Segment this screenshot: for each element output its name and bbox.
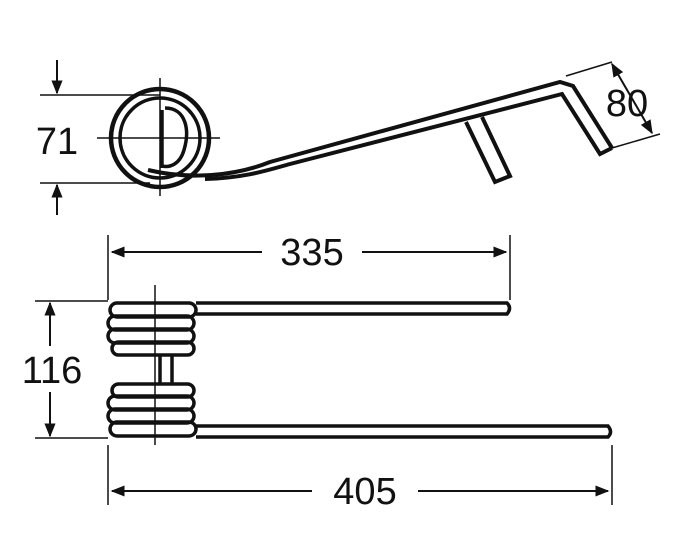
- dimension-coil-width: 116: [22, 300, 108, 439]
- dimension-short-tine: 335: [107, 232, 511, 300]
- coil-upper-top: [106, 301, 198, 357]
- short-tine: [196, 301, 512, 316]
- dimension-tine-bend: 80: [565, 61, 661, 149]
- long-tine: [196, 424, 613, 439]
- tine-arm-side: [147, 79, 614, 185]
- dimension-label-tine-bend: 80: [606, 83, 648, 125]
- coil-bridge: [158, 355, 174, 384]
- coil-lower-top: [106, 382, 198, 438]
- top-view: 335 116 405: [22, 232, 613, 513]
- dimension-long-tine: 405: [107, 445, 613, 513]
- dimension-label-long-tine: 405: [333, 471, 396, 513]
- dimension-label-coil-height: 71: [36, 121, 78, 163]
- side-view: 71 80: [36, 60, 661, 215]
- dimension-label-short-tine: 335: [280, 232, 343, 274]
- dimension-coil-height: 71: [36, 60, 160, 215]
- dimension-label-coil-width: 116: [22, 350, 83, 392]
